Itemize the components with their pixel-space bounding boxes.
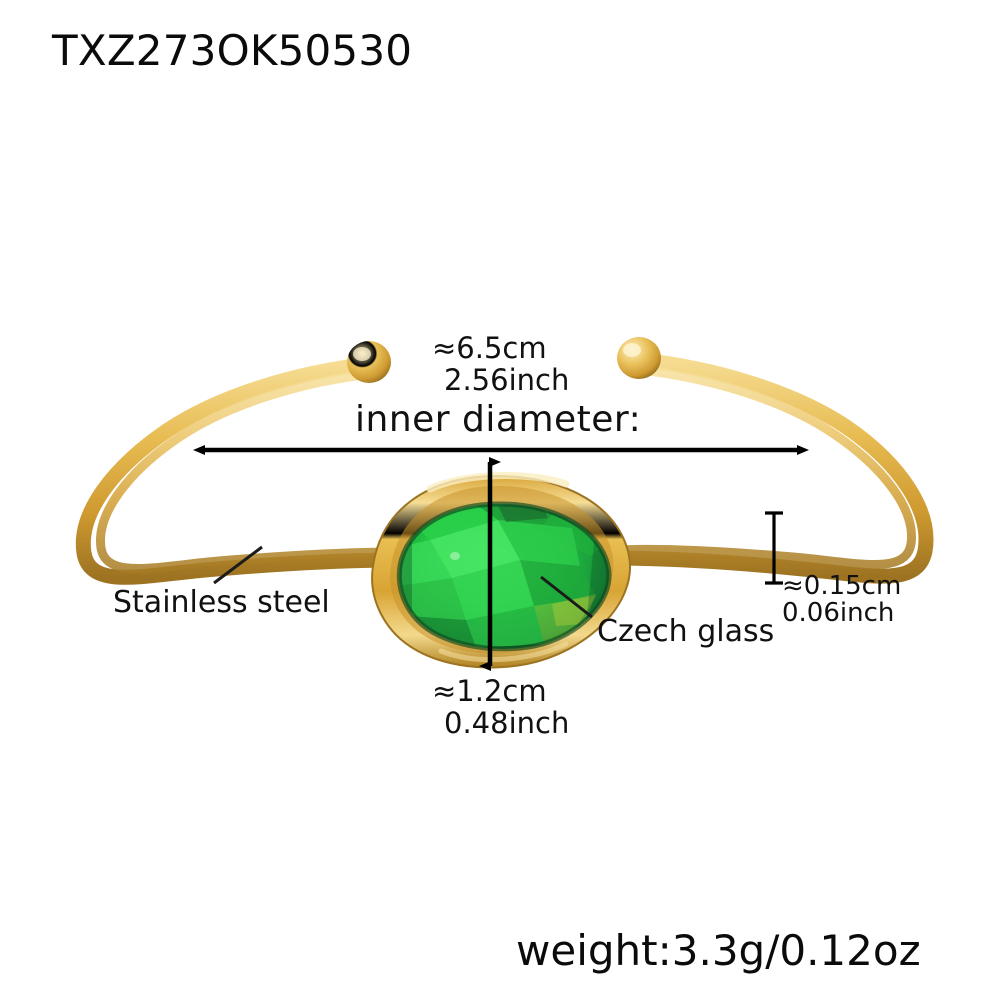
product-code: TXZ273OK50530 — [52, 26, 413, 75]
terminal-ball-left-highlight — [353, 347, 371, 361]
gem-height-inch-label: 0.48inch — [444, 706, 570, 740]
band-left-inner-highlight — [96, 369, 404, 573]
band-right-inner-highlight — [607, 365, 916, 569]
czech-glass-leader-line — [540, 575, 593, 619]
stainless-steel-leader-line — [213, 545, 263, 585]
band-left-outer — [75, 356, 407, 585]
stainless-steel-label: Stainless steel — [113, 585, 330, 620]
czech-glass-label: Czech glass — [597, 614, 775, 649]
gem-height-cm-label: ≈1.2cm — [432, 674, 547, 708]
inner-diameter-inch-label: 2.56inch — [444, 363, 570, 397]
gem-bezel-bottom-highlight — [438, 641, 569, 663]
weight-label: weight:3.3g/0.12oz — [516, 926, 921, 975]
inner-diameter-title: inner diameter: — [355, 399, 642, 440]
terminal-ball-right-highlight — [623, 343, 641, 357]
band-thickness-cm-label: ≈0.15cm — [782, 571, 902, 601]
band-right-outer — [601, 352, 934, 584]
inner-diameter-cm-label: ≈6.5cm — [432, 331, 547, 365]
band-thickness-inch-label: 0.06inch — [782, 598, 895, 628]
